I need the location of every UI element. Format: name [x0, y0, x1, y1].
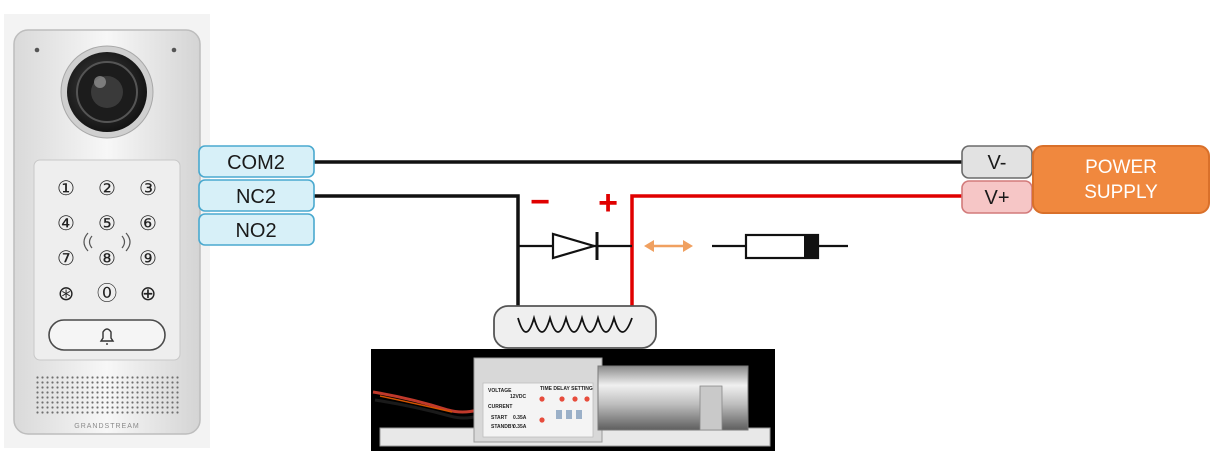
key-hash[interactable]: ⊕ [140, 281, 157, 305]
key-8[interactable]: ⑧ [98, 246, 116, 270]
terminal-v-minus-label: V- [988, 152, 1007, 174]
key-star[interactable]: ⊛ [58, 281, 75, 305]
keypad-panel [33, 159, 181, 361]
lock-cylinder [597, 365, 749, 431]
camera-icon [60, 45, 154, 139]
nfc-icon [83, 232, 131, 252]
terminal-nc2-label: NC2 [236, 186, 276, 208]
key-6[interactable]: ⑥ [139, 211, 157, 235]
voltage-label: VOLTAGE [488, 388, 512, 394]
start-value: 0.35A [513, 415, 527, 421]
start-label: START [491, 415, 507, 421]
key-3[interactable]: ③ [139, 176, 157, 200]
power-supply: V- V+ POWER SUPPLY [961, 145, 1210, 214]
key-7[interactable]: ⑦ [57, 246, 75, 270]
current-label: CURRENT [488, 404, 512, 410]
power-supply-box [1032, 145, 1210, 214]
key-2[interactable]: ② [98, 176, 116, 200]
keypad: ① ② ③ ④ ⑤ ⑥ ⑦ ⑧ ⑨ ⊛ ⓪ ⊕ [57, 176, 157, 305]
power-supply-label-line1: POWER [1085, 157, 1157, 178]
wire-vplus-lock [630, 194, 962, 306]
doorbell-button[interactable] [48, 319, 166, 351]
terminal-com2-label: COM2 [227, 152, 285, 174]
power-supply-label-line2: SUPPLY [1084, 182, 1158, 203]
terminal-no2 [198, 213, 315, 246]
polarity-plus: + [598, 184, 618, 222]
terminal-no2-label: NO2 [235, 220, 276, 242]
key-9[interactable]: ⑨ [139, 246, 157, 270]
diode-symbol [551, 232, 599, 260]
wire-nc2-lock [314, 194, 520, 306]
terminal-com2 [198, 145, 315, 178]
door-phone: ① ② ③ ④ ⑤ ⑥ ⑦ ⑧ ⑨ ⊛ ⓪ ⊕ GRANDSTREAM [4, 14, 210, 448]
standby-value: 0.35A [513, 424, 527, 430]
time-delay-label: TIME DELAY SETTING [540, 386, 593, 392]
wires [314, 160, 962, 306]
voltage-value: 12VDC [510, 394, 527, 400]
polarity-minus: − [530, 183, 550, 221]
terminal-v-plus-label: V+ [984, 187, 1009, 209]
brand-logo: GRANDSTREAM [74, 423, 139, 430]
speaker-grille [34, 374, 180, 416]
standby-label: STANDBY [491, 424, 515, 430]
lock-coil-symbol [493, 305, 657, 349]
key-5[interactable]: ⑤ [98, 211, 116, 235]
indicator-led-right [171, 47, 177, 53]
key-0[interactable]: ⓪ [97, 281, 117, 305]
key-1[interactable]: ① [57, 176, 75, 200]
key-4[interactable]: ④ [57, 211, 75, 235]
terminal-block: COM2 NC2 NO2 [198, 145, 315, 246]
bell-icon [99, 328, 115, 345]
terminal-nc2 [198, 179, 315, 212]
lock-label [482, 382, 594, 438]
electric-lock-photo: VOLTAGE 12VDC CURRENT START 0.35A STANDB… [371, 349, 775, 451]
indicator-led-left [34, 47, 40, 53]
equivalence-arrow-icon [644, 240, 693, 252]
diode-component [712, 233, 848, 260]
